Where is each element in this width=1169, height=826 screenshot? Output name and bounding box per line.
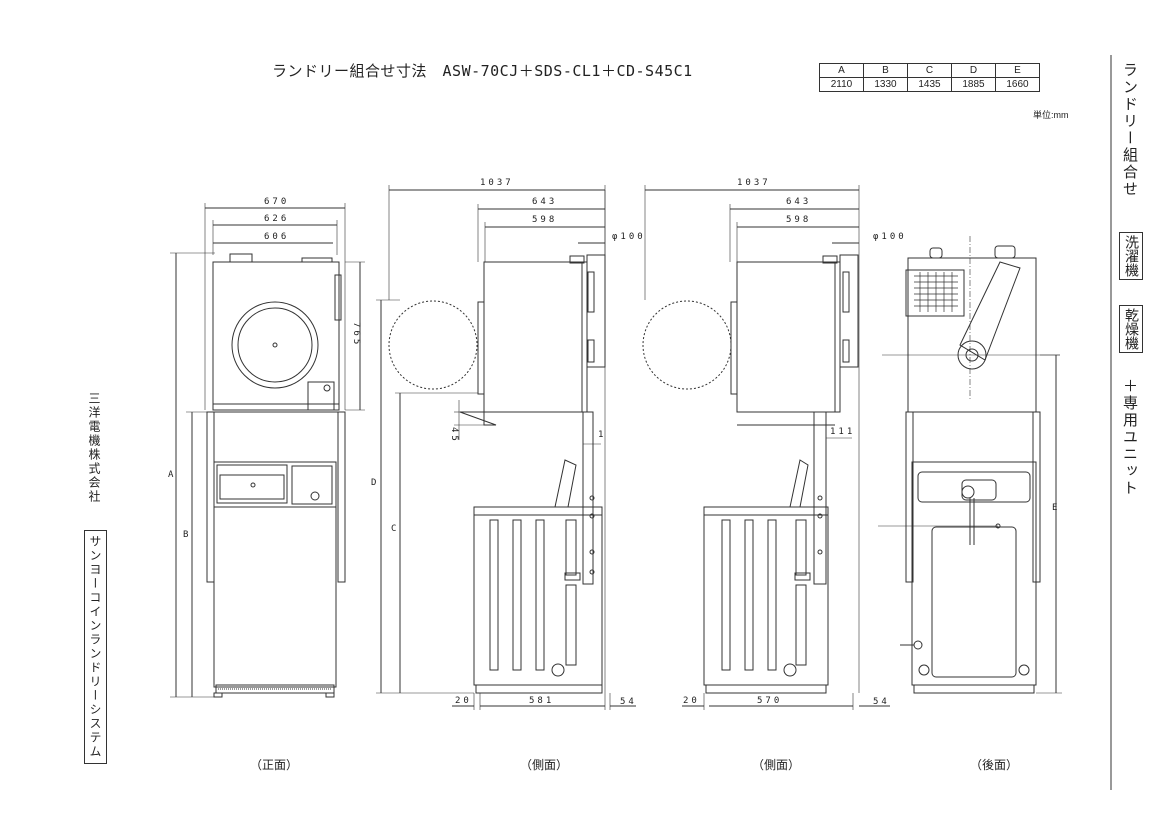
back-view [878, 236, 1062, 694]
right-title-suffix: ＋専用ユニット [1121, 378, 1139, 497]
caption-side-2: （側面） [752, 758, 801, 772]
caption-side-1: （側面） [520, 758, 569, 772]
dim-label-D: D [371, 478, 380, 488]
dim-label-570: 570 [757, 696, 783, 706]
unit-label: 単位:mm [1033, 110, 1069, 120]
dim-label-duct: φ100 [612, 232, 646, 242]
dryer-control-panel [307, 381, 335, 411]
front-view [170, 203, 365, 698]
washer-panel [216, 464, 288, 504]
dim-label-20-b: 20 [683, 696, 700, 706]
table-value-cell: 1330 [863, 77, 908, 92]
dryer-side-2 [736, 261, 836, 413]
stand-post [582, 411, 594, 585]
dim-label-670: 670 [264, 197, 290, 207]
system-name-box: サンヨーコインランドリーシステム [84, 530, 107, 764]
stand-leg-right [337, 411, 346, 583]
dimension-table: A B C D E 2110 1330 1435 1885 1660 [819, 63, 1040, 92]
dim-label-E: E [1052, 503, 1061, 513]
dim-label-B: B [183, 530, 192, 540]
washer-body [213, 461, 337, 688]
side-view-1 [376, 185, 636, 710]
washer-base [215, 684, 335, 694]
dim-label-duct-b: φ100 [873, 232, 907, 242]
dryer-body [212, 261, 340, 411]
dim-label-54: 54 [620, 697, 637, 707]
dim-label-598: 598 [532, 215, 558, 225]
washer-coin-box [291, 465, 333, 505]
dim-label-54-b: 54 [873, 697, 890, 707]
table-value-cell: 1435 [907, 77, 952, 92]
dim-label-A: A [168, 470, 177, 480]
dryer-back [907, 257, 1037, 413]
dim-label-643-b: 643 [786, 197, 812, 207]
company-name: 三洋電機株式会社 [87, 392, 101, 504]
right-title-dryer-box: 乾燥機 [1119, 305, 1143, 353]
dim-label-111: 111 [830, 427, 856, 437]
dim-label-765: 765 [351, 322, 361, 348]
caption-front: （正面） [250, 758, 299, 772]
dryer-door-swing [388, 300, 478, 390]
exhaust-duct [959, 261, 1021, 361]
dim-label-1037-b: 1037 [737, 178, 771, 188]
washer-back-panel [931, 526, 1017, 678]
drawing-title: ランドリー組合せ寸法 ASW-70CJ＋SDS-CL1＋CD-S45C1 [272, 62, 693, 80]
caption-back: （後面） [970, 758, 1019, 772]
dim-label-606: 606 [264, 232, 290, 242]
dim-label-1: 1 [598, 430, 607, 440]
right-title-washer-box: 洗濯機 [1119, 232, 1143, 280]
washer-back [911, 461, 1037, 686]
table-value-row: 2110 1330 1435 1885 1660 [819, 77, 1040, 92]
dryer-side [483, 261, 583, 413]
right-title-main: ランドリー組合せ [1121, 62, 1139, 198]
dim-label-C: C [391, 524, 400, 534]
dim-label-598-b: 598 [786, 215, 812, 225]
dim-label-1037: 1037 [480, 178, 514, 188]
table-value-cell: 1660 [995, 77, 1040, 92]
dim-label-45: 45 [449, 427, 459, 444]
dryer-door [231, 301, 319, 389]
stand-leg-left [206, 411, 215, 583]
dryer-back-vent [905, 269, 965, 317]
dim-label-581: 581 [529, 696, 555, 706]
dim-label-20: 20 [455, 696, 472, 706]
dim-label-626: 626 [264, 214, 290, 224]
side-view-2 [642, 185, 890, 710]
dim-label-643: 643 [532, 197, 558, 207]
dryer-vent [229, 253, 253, 263]
